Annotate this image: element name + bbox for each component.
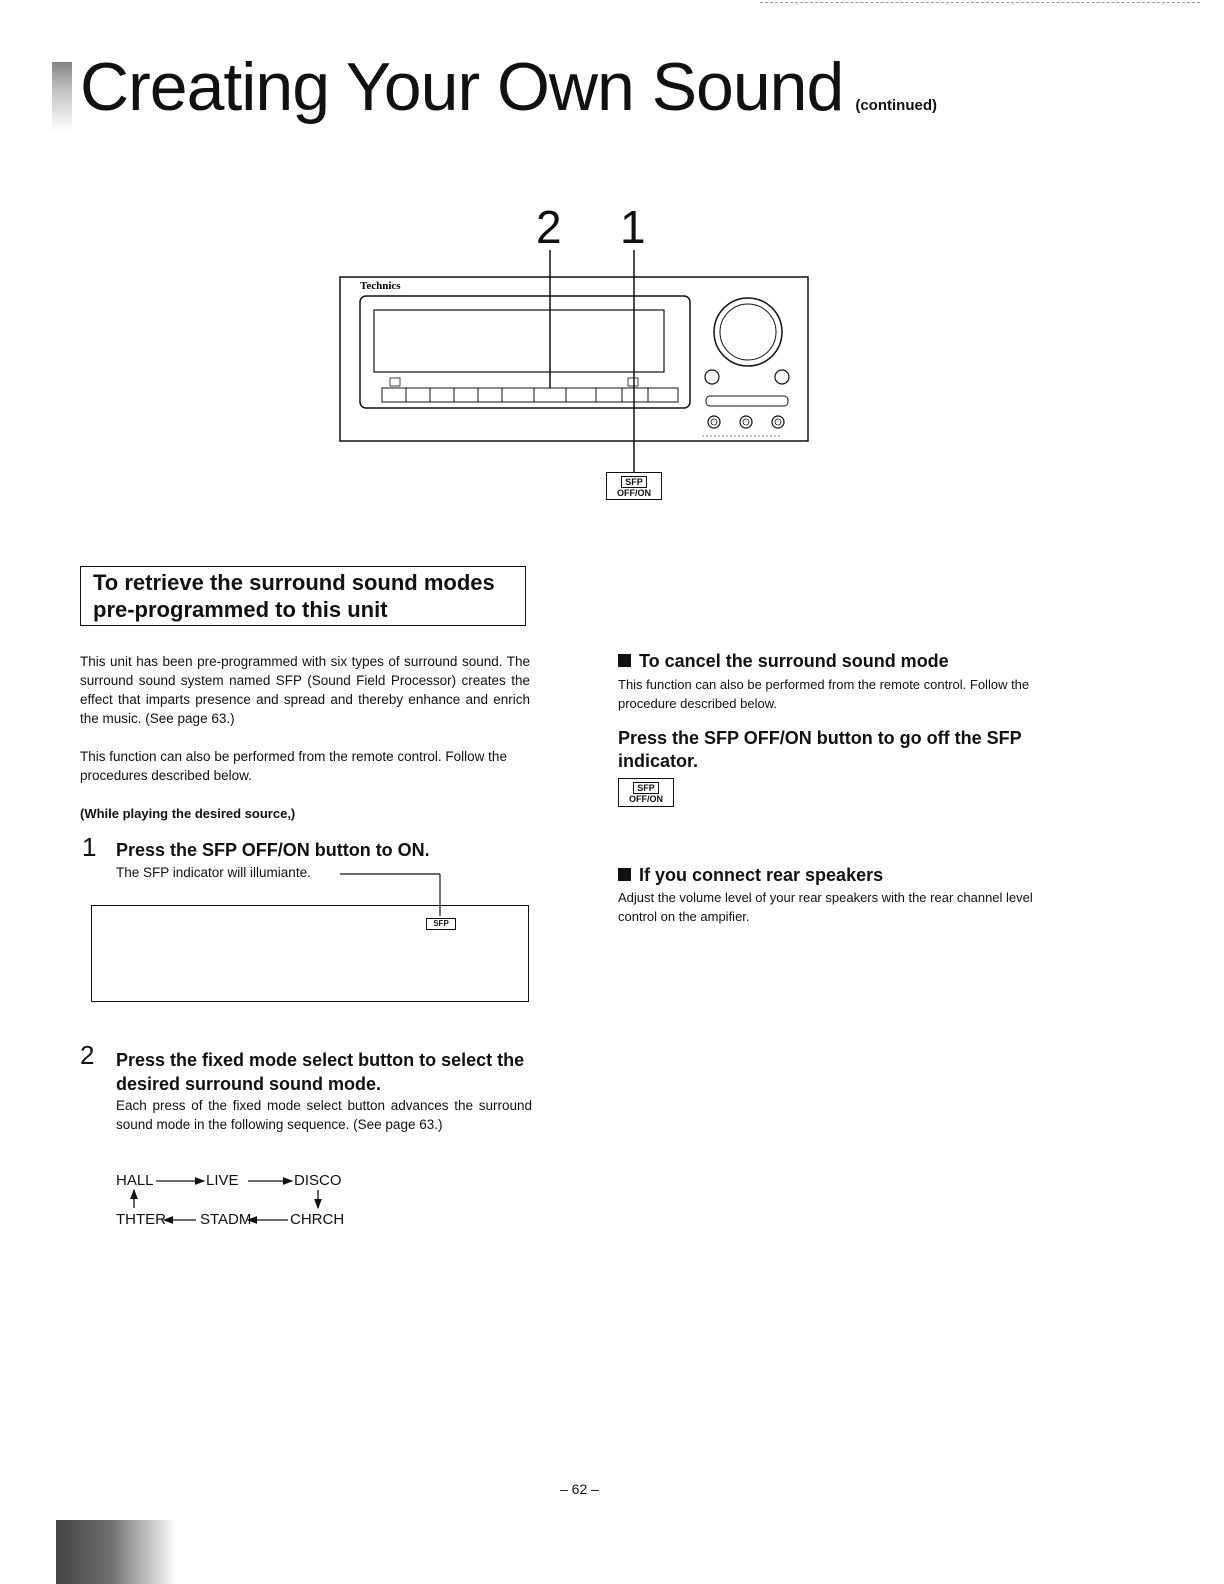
sfp-off-on-button-callout: SFP OFF/ON — [606, 472, 662, 500]
cancel-heading-text: To cancel the surround sound mode — [639, 651, 949, 671]
sfp-indicator-leader — [340, 873, 441, 916]
while-playing-note: (While playing the desired source,) — [80, 806, 296, 821]
top-rule — [760, 2, 1200, 4]
mode-hall: HALL — [116, 1172, 154, 1189]
mode-chrch: CHRCH — [290, 1211, 345, 1228]
rear-speakers-heading: If you connect rear speakers — [618, 865, 883, 886]
jog-knob — [774, 369, 790, 385]
cancel-body: This function can also be performed from… — [618, 677, 1030, 711]
cancel-heading: To cancel the surround sound mode — [618, 651, 949, 672]
display-illustration — [91, 905, 529, 1002]
step-1-heading: Press the SFP OFF/ON button to ON. — [116, 840, 430, 860]
display-frame — [359, 295, 691, 409]
callout-1: 1 — [620, 201, 646, 253]
step-2-heading: Press the fixed mode select button to se… — [116, 1050, 525, 1094]
bullet-square-icon — [618, 868, 631, 881]
mode-disco: DISCO — [294, 1172, 342, 1189]
off-on-label-right: OFF/ON — [629, 794, 663, 804]
small-button-row — [705, 395, 789, 407]
voice-mute-knob — [771, 415, 785, 429]
step-1-note: The SFP indicator will illumiante. — [116, 865, 311, 880]
remote-note: This function can also be performed from… — [80, 749, 507, 783]
continued-label: (continued) — [855, 97, 937, 114]
page-title: Creating Your Own Sound (continued) — [80, 48, 937, 126]
off-on-label: OFF/ON — [617, 488, 651, 498]
rear-speakers-body: Adjust the volume level of your rear spe… — [618, 890, 1033, 924]
mode-live: LIVE — [206, 1172, 239, 1189]
mode-sequence-arrows — [130, 1177, 322, 1224]
scan-corner-mark — [56, 1520, 176, 1584]
section-title: To retrieve the surround sound modes pre… — [80, 566, 526, 626]
panel-outline — [339, 276, 809, 442]
page-number: – 62 – — [560, 1481, 599, 1497]
echo-knob — [707, 415, 721, 429]
volume-knob — [713, 297, 783, 367]
sfp-indicator-label: SFP — [433, 919, 449, 928]
mode-thter: THTER — [116, 1211, 166, 1228]
cancel-press-instruction: Press the SFP OFF/ON button to go off th… — [618, 728, 1022, 771]
mode-stadm: STADM — [200, 1211, 252, 1228]
step-2-body: Each press of the fixed mode select butt… — [116, 1098, 532, 1132]
mic-knob — [739, 415, 753, 429]
step-1-number: 1 — [82, 832, 97, 862]
receiver-front-panel-diagram: Technics — [339, 250, 809, 472]
step-2-number: 2 — [80, 1040, 95, 1070]
rear-speakers-heading-text: If you connect rear speakers — [639, 865, 884, 885]
scan-mark — [52, 62, 72, 132]
display-window — [373, 309, 665, 373]
sfp-off-on-button-icon: SFP OFF/ON — [618, 778, 674, 807]
bullet-square-icon — [618, 654, 631, 667]
sfp-label-right: SFP — [633, 782, 659, 794]
page-title-text: Creating Your Own Sound — [80, 49, 844, 125]
sfp-indicator: SFP — [426, 918, 456, 930]
intro-paragraph: This unit has been pre-programmed with s… — [80, 654, 530, 726]
display-knob — [704, 369, 720, 385]
brand-logo: Technics — [360, 280, 401, 292]
volume-knob-inner — [719, 303, 777, 361]
button-row — [381, 387, 679, 403]
sfp-label: SFP — [621, 476, 647, 488]
callout-2: 2 — [536, 201, 562, 253]
